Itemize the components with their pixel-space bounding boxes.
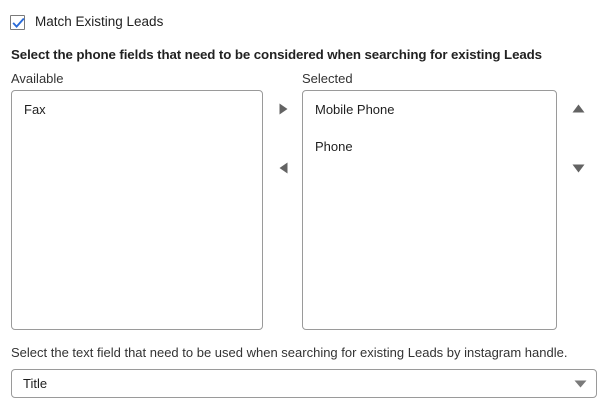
phone-fields-heading: Select the phone fields that need to be … [11,47,542,62]
selected-fields-listbox[interactable]: Mobile Phone Phone [302,90,557,330]
chevron-down-glyph [574,380,586,387]
move-up-button[interactable] [569,99,587,117]
move-right-button[interactable] [274,100,292,118]
triangle-up-icon [572,104,584,112]
triangle-down-icon [572,164,584,172]
move-left-button[interactable] [274,159,292,177]
triangle-right-icon [279,103,287,115]
list-item[interactable]: Mobile Phone [315,102,395,117]
list-item[interactable]: Fax [24,102,46,117]
chevron-down-icon[interactable] [568,380,592,388]
selected-column-caption: Selected [302,71,353,86]
checkmark-icon [12,17,25,28]
match-existing-leads-row[interactable]: Match Existing Leads [10,12,163,32]
list-item[interactable]: Phone [315,139,353,154]
text-field-select[interactable]: Title [11,369,597,398]
move-down-button[interactable] [569,159,587,177]
match-existing-leads-checkbox[interactable] [10,14,25,30]
text-field-select-value: Title [23,376,48,391]
available-fields-listbox[interactable]: Fax [11,90,263,330]
available-column-caption: Available [11,71,64,86]
text-field-label: Select the text field that need to be us… [11,345,568,360]
match-existing-leads-label: Match Existing Leads [35,14,164,30]
triangle-left-icon [279,162,287,174]
